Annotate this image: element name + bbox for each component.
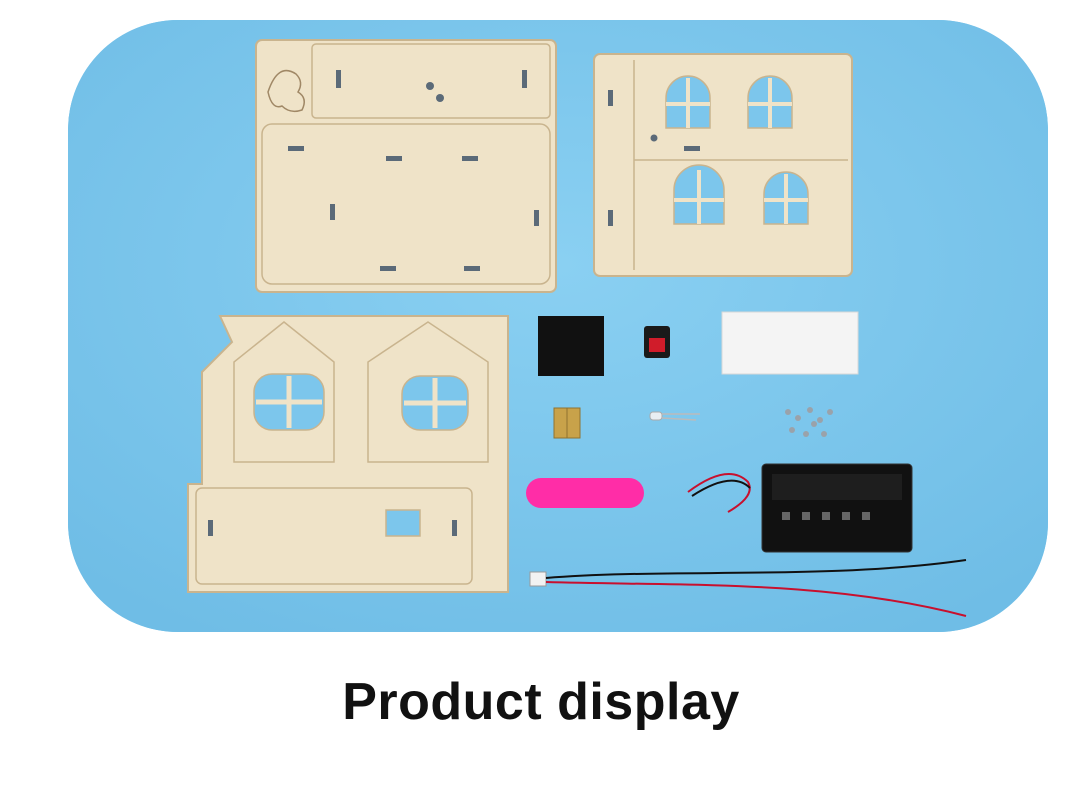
battery-holder [687,463,913,553]
caption-title: Product display [342,673,740,731]
pink-strap [526,478,644,508]
led [649,411,700,421]
wooden-panel-roof-sides [187,315,509,593]
rocker-switch [644,326,670,358]
connector-cable [529,559,967,617]
double-sided-tape [721,311,859,375]
wooden-panel-base [255,39,557,293]
product-photo [68,20,1048,632]
black-foam-pad [538,316,604,376]
brass-hinge [553,407,581,439]
wooden-panel-front [593,53,853,277]
screws [785,407,833,437]
